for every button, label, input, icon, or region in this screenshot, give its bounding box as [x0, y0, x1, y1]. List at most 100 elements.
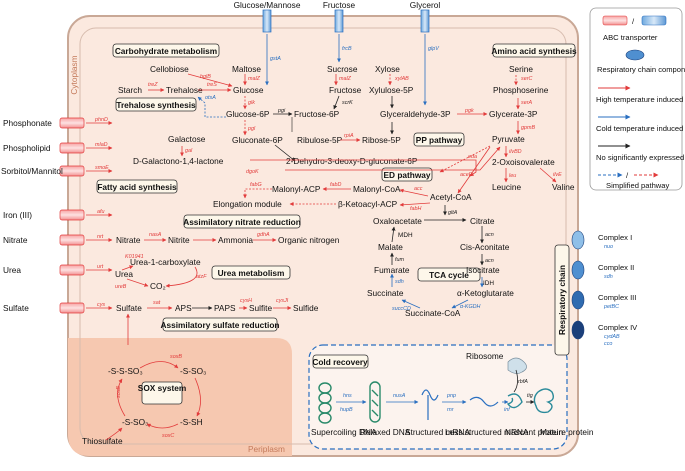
met-isocitrate: Isocitrate [466, 265, 500, 275]
nitrate-ext-label: Nitrate [3, 235, 28, 245]
box-pp: PP pathway [416, 135, 463, 145]
met-betaketo: β-Ketoacyl-ACP [338, 199, 398, 209]
gene-serA: serA [521, 100, 532, 106]
box-cold: Cold recovery [312, 357, 368, 367]
gene-malZ2: malZ [339, 76, 352, 82]
gene-pnp: pnp [446, 393, 456, 399]
legend-abc: ABC transporter [603, 33, 658, 42]
gene-mdh: MDH [398, 232, 413, 239]
met-cisaconitate: Cis-Aconitate [460, 242, 510, 252]
gene-ilvE: ilvE [553, 172, 562, 178]
met-valine: Valine [552, 182, 575, 192]
box-fatty: Fatty acid synthesis [97, 182, 177, 192]
gene-mlaD: mlaD [95, 142, 108, 148]
sox-box [141, 381, 183, 405]
met-paps: PAPS [214, 303, 236, 313]
complex-2-name: Complex II [598, 263, 634, 272]
met-ribosome: Ribosome [466, 351, 504, 361]
gene-gdhA: gdhA [257, 232, 270, 238]
complex-4-gene: cydAB [604, 334, 620, 340]
met-malonylcoa: Malonyl-CoA [353, 184, 401, 194]
box-tca: TCA cycle [429, 270, 469, 280]
legend-resp-1: Respiratory chain component [597, 65, 685, 74]
met-pyruvate: Pyruvate [492, 134, 525, 144]
gene-treS: treS [207, 82, 217, 88]
box-ed: ED pathway [383, 170, 430, 180]
gene-nusA: nusA [393, 393, 406, 399]
gene-gpmB: gpmB [521, 125, 535, 131]
met-glucose: Glucose [233, 85, 264, 95]
met-sulfide: Sulfide [293, 303, 319, 313]
met-nitrite: Nitrite [168, 235, 190, 245]
gene-pgk: pgk [464, 108, 474, 114]
gene-rbfA: rbfA [518, 379, 528, 385]
complex-2-gene: sdh [604, 274, 613, 280]
sorbitol-label: Sorbitol/Mannitol [1, 166, 63, 176]
gene-gltA: gltA [448, 210, 458, 216]
gene-fabG: fabG [250, 182, 262, 188]
periplasm-label: Periplasm [248, 444, 285, 454]
gene-cysH: cysH [240, 298, 252, 304]
complex-4-icon [571, 320, 585, 340]
met-ga3p: Glyceraldehyde-3P [380, 109, 451, 119]
gene-atzF: atzF [196, 274, 207, 280]
met-sso3: -S-S-SO₃ [108, 366, 143, 376]
box-resp: Respiratory chain [557, 265, 567, 335]
gene-hns: hns [343, 393, 352, 399]
met-nitrate: Nitrate [116, 235, 141, 245]
complex-4-gene-2: cco [604, 341, 612, 347]
met-ribose5p: Ribose-5P [362, 135, 401, 145]
gene-fabH: fabH [410, 206, 421, 212]
gene-idh: IDH [483, 280, 494, 287]
gene-k01941: K01941 [125, 254, 144, 260]
section-boxes [96, 43, 576, 332]
gene-scrK: scrK [342, 100, 353, 106]
gene-dgoK: dgoK [246, 169, 259, 175]
met-aps: APS [175, 303, 192, 313]
met-malate: Malate [378, 242, 403, 252]
box-sulfate: Assimilatory sulfate reduction [161, 320, 280, 330]
gene-rpiA: rpiA [344, 133, 354, 139]
gene-cysJI: cysJI [276, 298, 289, 304]
sulfate-ext-label: Sulfate [3, 303, 29, 313]
gene-hupB: hupB [340, 407, 353, 413]
gene-fabD: fabD [330, 182, 341, 188]
met-sso3b: -S-SO₃ [122, 417, 148, 427]
met-trehalose: Trehalose [166, 85, 203, 95]
relaxed-dna-icon [369, 381, 381, 423]
gene-afu: afu [97, 209, 105, 215]
met-kdpg: 2-Dehydro-3-deoxy-D-gluconate-6P [286, 156, 418, 166]
top-transporters [262, 9, 430, 33]
gene-soxC: soxC [162, 433, 174, 439]
met-xylose: Xylose [375, 64, 400, 74]
met-malonylacp: Malonyl-ACP [272, 184, 321, 194]
met-starch: Starch [118, 85, 142, 95]
gene-malZ1: malZ [248, 76, 261, 82]
cold-recovery-panel [308, 344, 568, 450]
met-nascent: Nascent protein [505, 427, 563, 437]
complex-4-name: Complex IV [598, 323, 638, 332]
gene-soxB-left: soxB [116, 386, 122, 398]
urea-ext-label: Urea [3, 265, 21, 275]
met-oxaloacetate: Oxaloacetate [373, 216, 422, 226]
met-xylulose5p: Xylulose-5P [369, 85, 414, 95]
met-sucrose: Sucrose [327, 64, 358, 74]
met-galactose: Galactose [168, 134, 206, 144]
gene-eda: eda [468, 154, 477, 160]
met-citrate: Citrate [470, 216, 495, 226]
gene-tig: tig [527, 393, 533, 399]
iron-label: Iron (III) [3, 210, 32, 220]
complex-2-icon [571, 260, 585, 280]
met-succinate: Succinate [367, 288, 404, 298]
cold-recovery-box [312, 354, 369, 369]
met-cellobiose: Cellobiose [150, 64, 189, 74]
gene-nrt: nrt [97, 234, 104, 240]
box-trehalose: Trehalose synthesis [116, 100, 196, 110]
met-orgn: Organic nitrogen [278, 235, 340, 245]
legend-abc-red [602, 15, 628, 26]
met-relaxed: Relaxed DNA [360, 427, 411, 437]
met-glucose6p: Glucose-6P [226, 109, 270, 119]
met-fructose6p: Fructose-6P [294, 109, 340, 119]
box-amino: Amino acid synthesis [491, 46, 577, 56]
